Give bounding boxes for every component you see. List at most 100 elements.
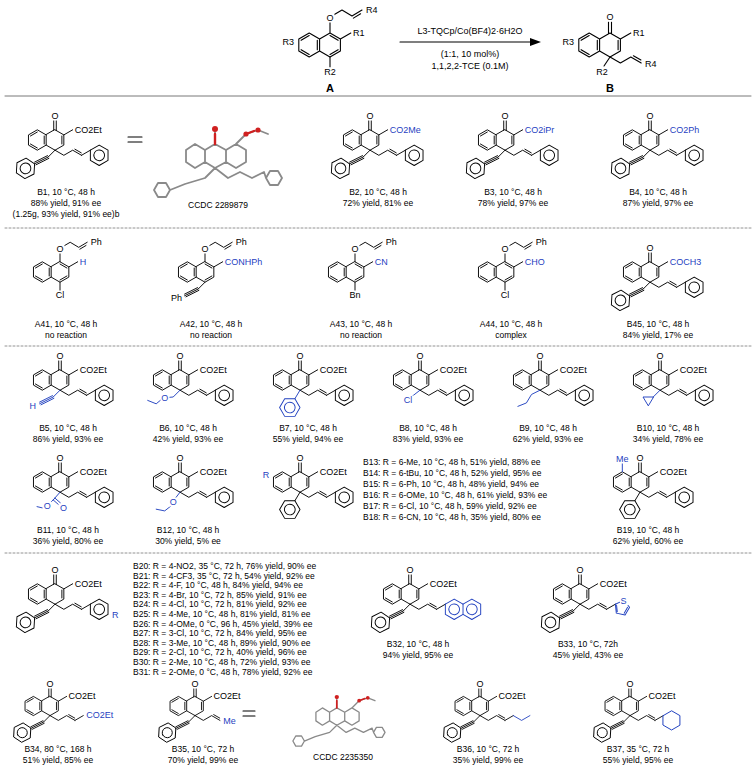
structure-stroke: [40, 390, 60, 405]
atom-label: Cl: [403, 395, 414, 404]
structure-stroke: [613, 462, 697, 522]
structure-stroke: [156, 492, 180, 511]
structure-stroke: [513, 360, 557, 390]
compound-caption: B19, 10 °C, 48 h: [616, 526, 680, 535]
atom-label: O: [350, 245, 359, 254]
structure-stroke: [299, 22, 351, 57]
compound-caption: 35% yield, 99% ee: [452, 756, 524, 765]
entry-line: B29: R = 2-Cl, 10 °C, 72 h, 40% yield, 9…: [132, 648, 308, 657]
atom-label: S: [620, 596, 628, 605]
atom-label: O: [295, 352, 304, 361]
compound-caption: B7, 10 °C, 48 h: [278, 424, 338, 433]
structure-stroke: [273, 462, 317, 492]
structure-stroke: [400, 41, 532, 42]
structure-stroke: [659, 708, 684, 732]
structure-stroke: [513, 716, 530, 721]
structure-stroke: [540, 383, 597, 409]
atom-label: CO2Me: [389, 125, 422, 134]
structure-stroke: [537, 604, 580, 635]
atom-label: Cl: [55, 290, 66, 299]
entry-line: B20: R = 4-NO2, 35 °C, 72 h, 76% yield, …: [132, 562, 317, 571]
condition-text: L3-TQCp/Co(BF4)2·6H2O: [416, 27, 523, 36]
structure-stroke: [633, 360, 677, 390]
structure-stroke: [441, 589, 485, 630]
compound-caption: complex: [494, 331, 528, 340]
compound-caption: 78% yield, 97% ee: [477, 199, 549, 208]
structure-stroke: [153, 360, 197, 390]
structure-stroke: [10, 716, 50, 745]
atom-label: CO2Et: [74, 125, 103, 134]
structure-stroke: [155, 688, 220, 745]
structure-stroke: [410, 603, 445, 609]
compound-caption: A43, 10 °C, 48 h: [329, 320, 393, 329]
atom-label: O: [500, 112, 509, 121]
structure-stroke: [650, 275, 707, 301]
atom-label: O: [635, 454, 644, 463]
atom-label: O: [175, 352, 184, 361]
structure-stroke: [513, 360, 597, 408]
compound-caption: 72% yield, 81% ee: [342, 199, 414, 208]
structure-stroke: [505, 282, 506, 291]
compound-caption: B10, 10 °C, 48 h: [636, 424, 700, 433]
structure-stroke: [590, 688, 684, 745]
compound-caption: 87% yield, 97% ee: [622, 199, 694, 208]
structure-stroke: [590, 716, 630, 745]
structure-stroke: [55, 143, 112, 169]
atom-label: CO2Et: [79, 467, 108, 476]
atom-label: O: [475, 679, 484, 688]
atom-label: O: [575, 566, 584, 575]
atom-label: CO2Ph: [669, 125, 701, 134]
atom-label: O: [535, 352, 544, 361]
structure-stroke: [604, 57, 610, 66]
atom-label: CO2Et: [85, 710, 114, 719]
atom-label: Ph: [170, 293, 183, 302]
atom-label: O: [405, 566, 414, 575]
structure-stroke: [622, 463, 623, 472]
structure-stroke: [28, 574, 72, 604]
entry-line: B15: R = 6-Ph, 10 °C, 48 h, 48% yield, 9…: [362, 480, 540, 489]
atom-label: O: [645, 112, 654, 121]
compound-caption: B37, 35 °C, 72 h: [606, 745, 670, 754]
ccdc-number: CCDC 2289879: [187, 201, 249, 210]
atom-label: CO2Et: [199, 365, 228, 374]
structure-stroke: [33, 252, 77, 282]
structure-stroke: [5, 553, 751, 554]
structure-stroke: [623, 252, 667, 282]
compound-caption: B4, 10 °C, 48 h: [628, 188, 688, 197]
atom-label: O: [59, 504, 68, 513]
atom-label: CO2Et: [439, 365, 468, 374]
atom-label: R: [262, 471, 271, 480]
structure-stroke: [518, 390, 540, 406]
atom-label: R4: [644, 60, 658, 69]
atom-label: O: [175, 454, 184, 463]
compound-caption: 88% yield, 91% ee: [30, 199, 102, 208]
structure-stroke: [650, 143, 707, 169]
structure-stroke: [12, 604, 55, 635]
structure-stroke: [420, 383, 477, 409]
compound-caption: 42% yield, 93% ee: [152, 435, 224, 444]
atom-label: R2: [595, 68, 609, 77]
structure-stroke: [33, 462, 117, 510]
structure-stroke: [5, 228, 751, 229]
structure-stroke: [299, 10, 362, 67]
structure-stroke: [153, 462, 197, 492]
structure-stroke: [441, 589, 485, 630]
structure-stroke: [508, 242, 532, 249]
compound-caption: 45% yield, 43% ee: [552, 651, 624, 660]
entry-line: B27: R = 3-Cl, 10 °C, 72 h, 84% yield, 9…: [132, 629, 308, 638]
atom-label: R3: [561, 38, 575, 47]
compound-caption: B8, 10 °C, 48 h: [398, 424, 458, 433]
structure-stroke: [412, 390, 420, 396]
compound-caption: B3, 10 °C, 48 h: [483, 188, 543, 197]
compound-caption: 70% yield, 99% ee: [167, 756, 239, 765]
structure-stroke: [55, 597, 112, 623]
structure-stroke: [40, 390, 60, 405]
entry-line: B25: R = 4-Me, 10 °C, 48 h, 81% yield, 8…: [132, 610, 312, 619]
entry-line: B18: R = 6-CN, 10 °C, 48 h, 35% yield, 8…: [362, 513, 542, 522]
atom-label: O: [365, 112, 374, 121]
structure-stroke: [50, 715, 83, 721]
compound-caption: no reaction: [339, 331, 383, 340]
structure-stroke: [153, 462, 237, 510]
atom-label: CO2Et: [659, 467, 688, 476]
structure-stroke: [370, 143, 427, 169]
